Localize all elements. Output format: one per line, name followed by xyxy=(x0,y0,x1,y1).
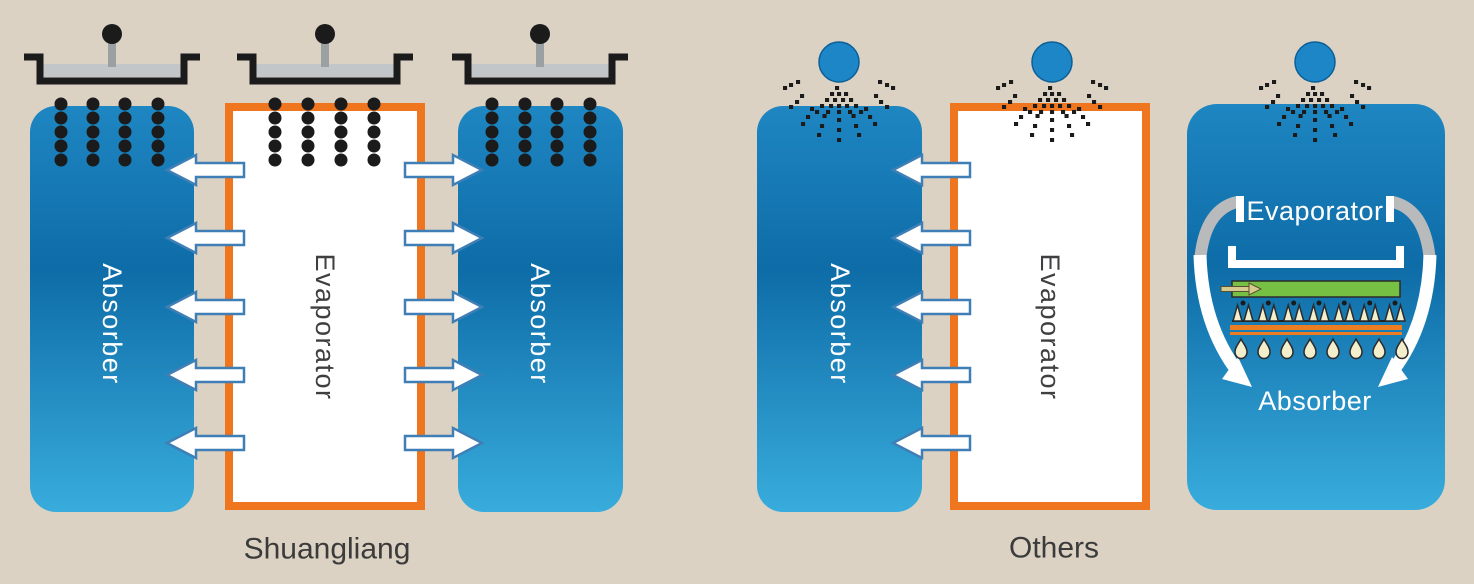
circulation-arrow-white xyxy=(1193,254,1244,376)
trough-icon xyxy=(1228,246,1404,268)
group-caption-shuangliang: Shuangliang xyxy=(244,533,411,566)
circulation-arrow-cap xyxy=(1236,196,1244,222)
header-strip xyxy=(1230,332,1402,335)
evaporator-label: Evaporator xyxy=(310,253,340,400)
absorber-label: Absorber xyxy=(97,263,127,385)
spray-tray-icon xyxy=(452,24,628,81)
absorber-label: Absorber xyxy=(825,263,855,385)
absorber-panel-left xyxy=(30,106,194,512)
feed-arrow-icon xyxy=(1220,282,1263,296)
header-strip xyxy=(1230,325,1402,330)
absorber-label: Absorber xyxy=(525,263,555,385)
circulation-arrow-gray xyxy=(1194,196,1239,263)
group-caption-others: Others xyxy=(1009,532,1099,565)
absorber-panel-right xyxy=(458,106,623,512)
absorber-panel xyxy=(757,106,922,512)
circulation-arrow-gray xyxy=(1391,196,1436,263)
shuangliang-group: Absorber Evaporator Absorber Shuangliang xyxy=(24,24,628,566)
circulation-arrow-white xyxy=(1386,254,1437,376)
spray-tray-icon xyxy=(24,24,200,81)
evaporator-label: Evaporator xyxy=(1246,196,1383,226)
combined-unit-internals: Evaporator xyxy=(1193,196,1437,416)
combined-unit-panel xyxy=(1187,104,1445,510)
circulation-arrow-cap xyxy=(1386,196,1394,222)
absorber-label: Absorber xyxy=(1258,386,1372,416)
circulation-arrowhead xyxy=(1378,357,1408,387)
others-group: Absorber Evaporator Evaporator xyxy=(757,40,1445,565)
circulation-arrowhead xyxy=(1222,357,1252,387)
evaporator-label: Evaporator xyxy=(1035,253,1065,400)
spray-tray-icon xyxy=(237,24,413,81)
